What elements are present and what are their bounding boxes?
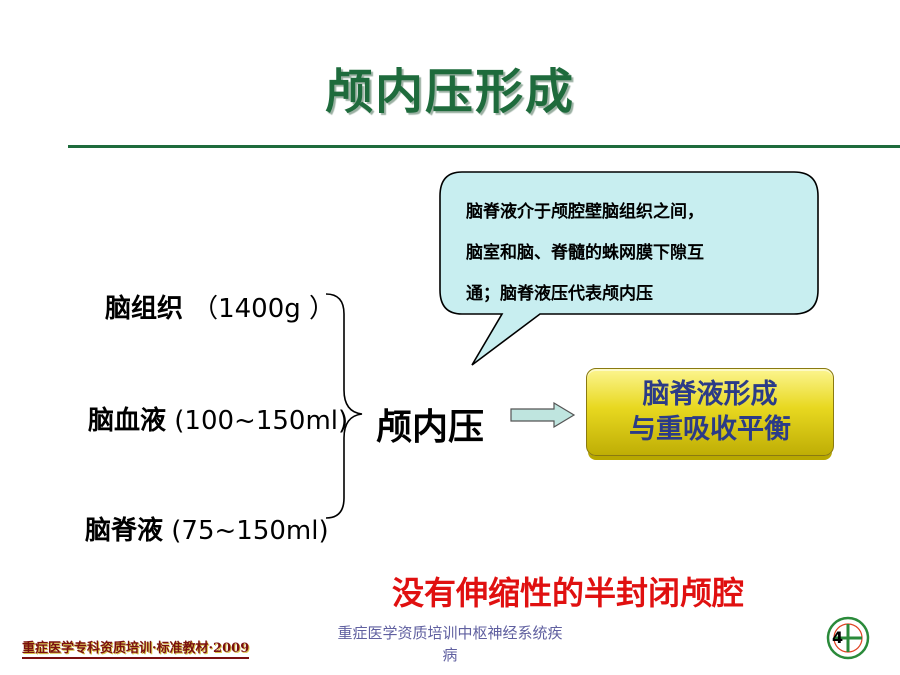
component-amount: （1400g ） (192, 294, 336, 324)
component-name: 脑脊液 (85, 516, 164, 546)
callout-line-2: 脑室和脑、脊髓的蛛网膜下隙互 (466, 243, 704, 263)
society-logo-icon (826, 616, 870, 660)
title-underline (68, 145, 900, 148)
footer-center-line-2: 病 (442, 646, 458, 664)
balance-box: 脑脊液形成 与重吸收平衡 (586, 368, 834, 456)
footer-center-line-1: 重症医学资质培训中枢神经系统疾 (337, 624, 563, 642)
callout-line-3: 通；脑脊液压代表颅内压 (466, 284, 653, 304)
component-name: 脑组织 (105, 294, 184, 324)
component-amount: (100~150ml) (174, 406, 349, 436)
page-number: 4 (832, 628, 844, 647)
page-title: 颅内压形成 (324, 64, 575, 120)
arrow-right-icon (510, 402, 576, 428)
component-amount: (75~150ml) (171, 516, 329, 546)
component-brain-blood: 脑血液 (100~150ml) (88, 400, 348, 437)
footer-center-caption: 重症医学资质培训中枢神经系统疾 病 (315, 622, 585, 666)
speech-bubble-text: 脑脊液介于颅腔壁脑组织之间， 脑室和脑、脊髓的蛛网膜下隙互 通；脑脊液压代表颅内… (466, 192, 796, 315)
balance-line-2: 与重吸收平衡 (629, 414, 791, 445)
footer-left-caption: 重症医学专科资质培训·标准教材·2009 (22, 637, 250, 659)
component-name: 脑血液 (88, 406, 167, 436)
curly-brace (325, 293, 363, 519)
component-csf: 脑脊液 (75~150ml) (85, 510, 329, 547)
callout-line-1: 脑脊液介于颅腔壁脑组织之间， (466, 202, 704, 222)
closed-skull-note: 没有伸缩性的半封闭颅腔 (392, 574, 745, 612)
balance-line-1: 脑脊液形成 (642, 379, 778, 410)
component-brain-tissue: 脑组织 （1400g ） (105, 288, 335, 325)
icp-label: 颅内压 (376, 407, 485, 448)
